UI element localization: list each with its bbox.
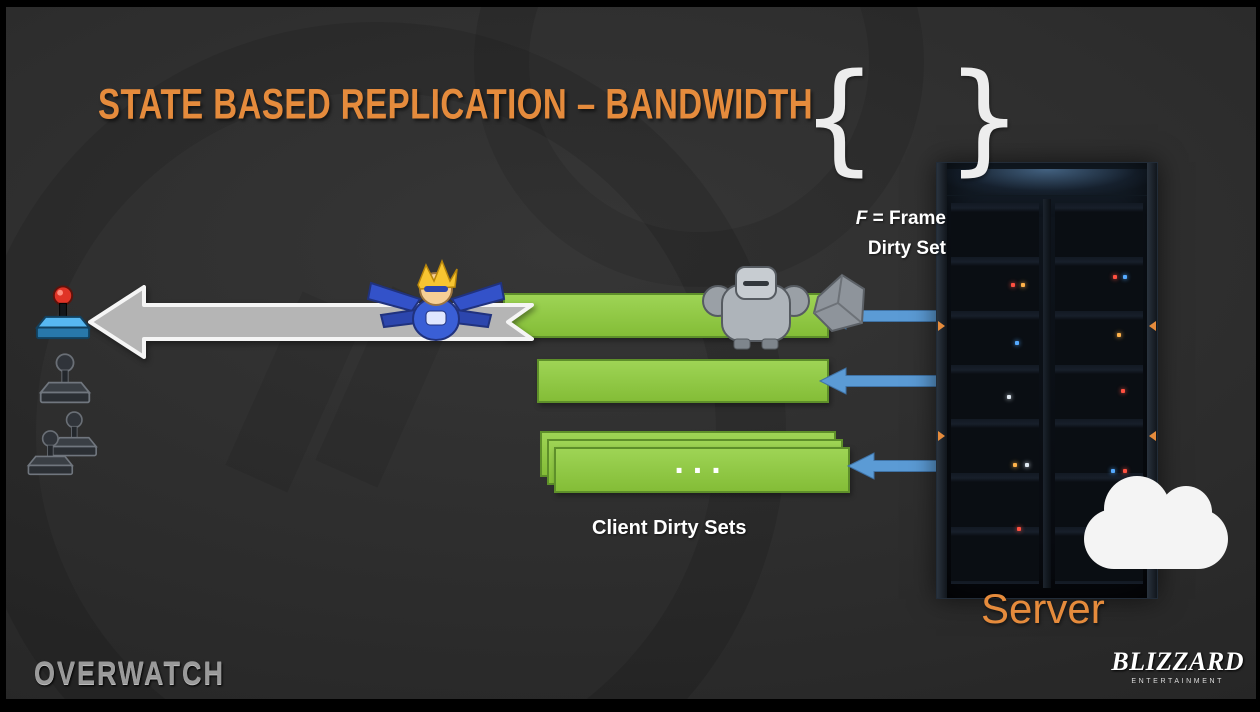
blizzard-entertainment-sub: ENTERTAINMENT	[1131, 678, 1225, 685]
ellipsis-label: ...	[674, 443, 730, 481]
server-rail	[1147, 163, 1157, 598]
server-top-glow	[942, 169, 1152, 196]
overwatch-logo: OVERWATCH	[34, 655, 226, 691]
joystick-icon-idle	[38, 353, 92, 404]
cloud-icon	[1084, 476, 1228, 569]
pharah-chibi-sprite	[366, 258, 506, 341]
server-divider	[1043, 199, 1051, 588]
frame-rest: = Frame	[867, 208, 946, 229]
dirty-set-bar-2	[537, 359, 829, 403]
blizzard-wordmark: BLIZZARD	[1111, 647, 1244, 676]
client-dirty-sets-label: Client Dirty Sets	[592, 517, 747, 539]
slide-title: STATE BASED REPLICATION – BANDWIDTH	[98, 81, 814, 129]
dirty-set-line: Dirty Set	[867, 238, 946, 259]
server-label: Server	[981, 585, 1105, 632]
joystick-pair-icon	[26, 411, 98, 476]
frame-symbol: F	[855, 208, 868, 229]
server-rail	[937, 163, 947, 598]
right-brace: }	[946, 49, 1023, 188]
slide: STATE BASED REPLICATION – BANDWIDTH { } …	[6, 7, 1256, 699]
left-brace: {	[801, 49, 878, 188]
rock-sprite	[812, 273, 866, 333]
reinhardt-chibi-sprite	[702, 266, 866, 350]
blizzard-logo: BLIZZARD ENTERTAINMENT	[1111, 647, 1244, 685]
dirty-set-bar-stack: ...	[540, 431, 852, 495]
server-to-bar2-arrow	[818, 367, 941, 395]
frame-dirty-set-annotation: F = Frame Dirty Set	[818, 204, 946, 264]
joystick-icon-active	[34, 285, 92, 340]
frame-line: F = Frame	[818, 204, 946, 234]
bandwidth-arrow-to-client	[88, 285, 534, 359]
server-rack-column	[951, 203, 1039, 584]
server-rack-image	[936, 162, 1158, 599]
stack-layer-front: ...	[554, 443, 850, 493]
